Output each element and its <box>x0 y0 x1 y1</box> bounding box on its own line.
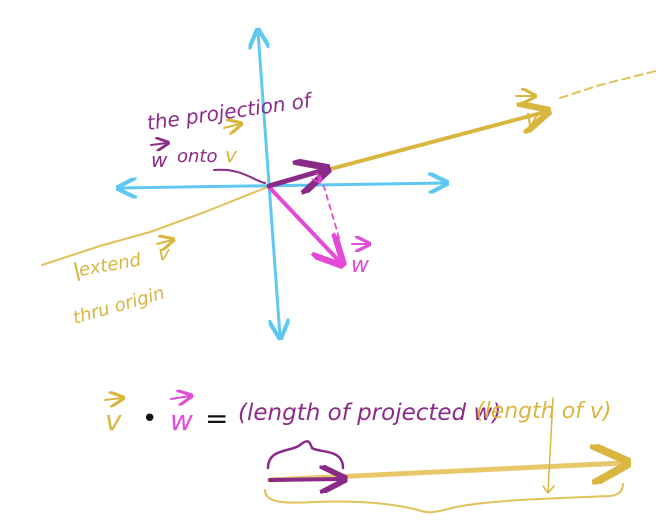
v-length-pointer <box>547 397 554 493</box>
extend-label-line1: extend <box>77 249 143 281</box>
projection-length-brace <box>266 440 345 470</box>
vector-w: w <box>268 186 370 278</box>
extend-label-v: v <box>158 241 171 265</box>
projection-length-bar <box>268 479 342 480</box>
v-extension <box>41 69 661 266</box>
dot-product-equation: v • w = (length of projected w) (length … <box>104 396 612 437</box>
equation-v-length: (length of v) <box>476 399 612 424</box>
projection <box>266 170 341 242</box>
vector-w-line <box>268 186 340 262</box>
equation-v-arrow <box>104 398 122 400</box>
v-extension-end <box>559 69 661 99</box>
projection-pointer <box>213 168 266 184</box>
projection-vector <box>266 170 324 186</box>
projection-label-w: w <box>151 148 168 172</box>
projection-annotation: the projection of w onto v <box>145 88 315 184</box>
equation-projected-length: (length of projected w) <box>238 400 501 426</box>
extend-annotation: extend v thru origin <box>71 240 172 329</box>
v-length-brace <box>264 483 624 514</box>
extend-label-v-arrow <box>156 240 172 244</box>
projection-label-line1: the projection of <box>145 88 315 135</box>
vector-v-label: v <box>525 104 540 132</box>
v-length-pointer-arrowhead <box>542 485 555 494</box>
projection-label-v-arrow <box>223 124 240 128</box>
projection-label-onto: onto <box>177 146 218 167</box>
extend-label-line2: thru origin <box>71 283 167 329</box>
equation-equals: = <box>205 402 228 435</box>
right-angle-mark <box>311 172 321 184</box>
equation-v: v <box>105 404 122 437</box>
projection-label-v: v <box>225 143 238 167</box>
vector-w-label: w <box>351 253 370 278</box>
extend-pointer <box>74 262 80 281</box>
equation-w: w <box>170 404 193 437</box>
projection-label-w-arrow <box>150 143 167 145</box>
length-comparison <box>264 397 624 514</box>
projection-perpendicular <box>319 175 341 242</box>
equation-w-arrow <box>170 396 190 399</box>
equation-dot: • <box>142 404 157 434</box>
